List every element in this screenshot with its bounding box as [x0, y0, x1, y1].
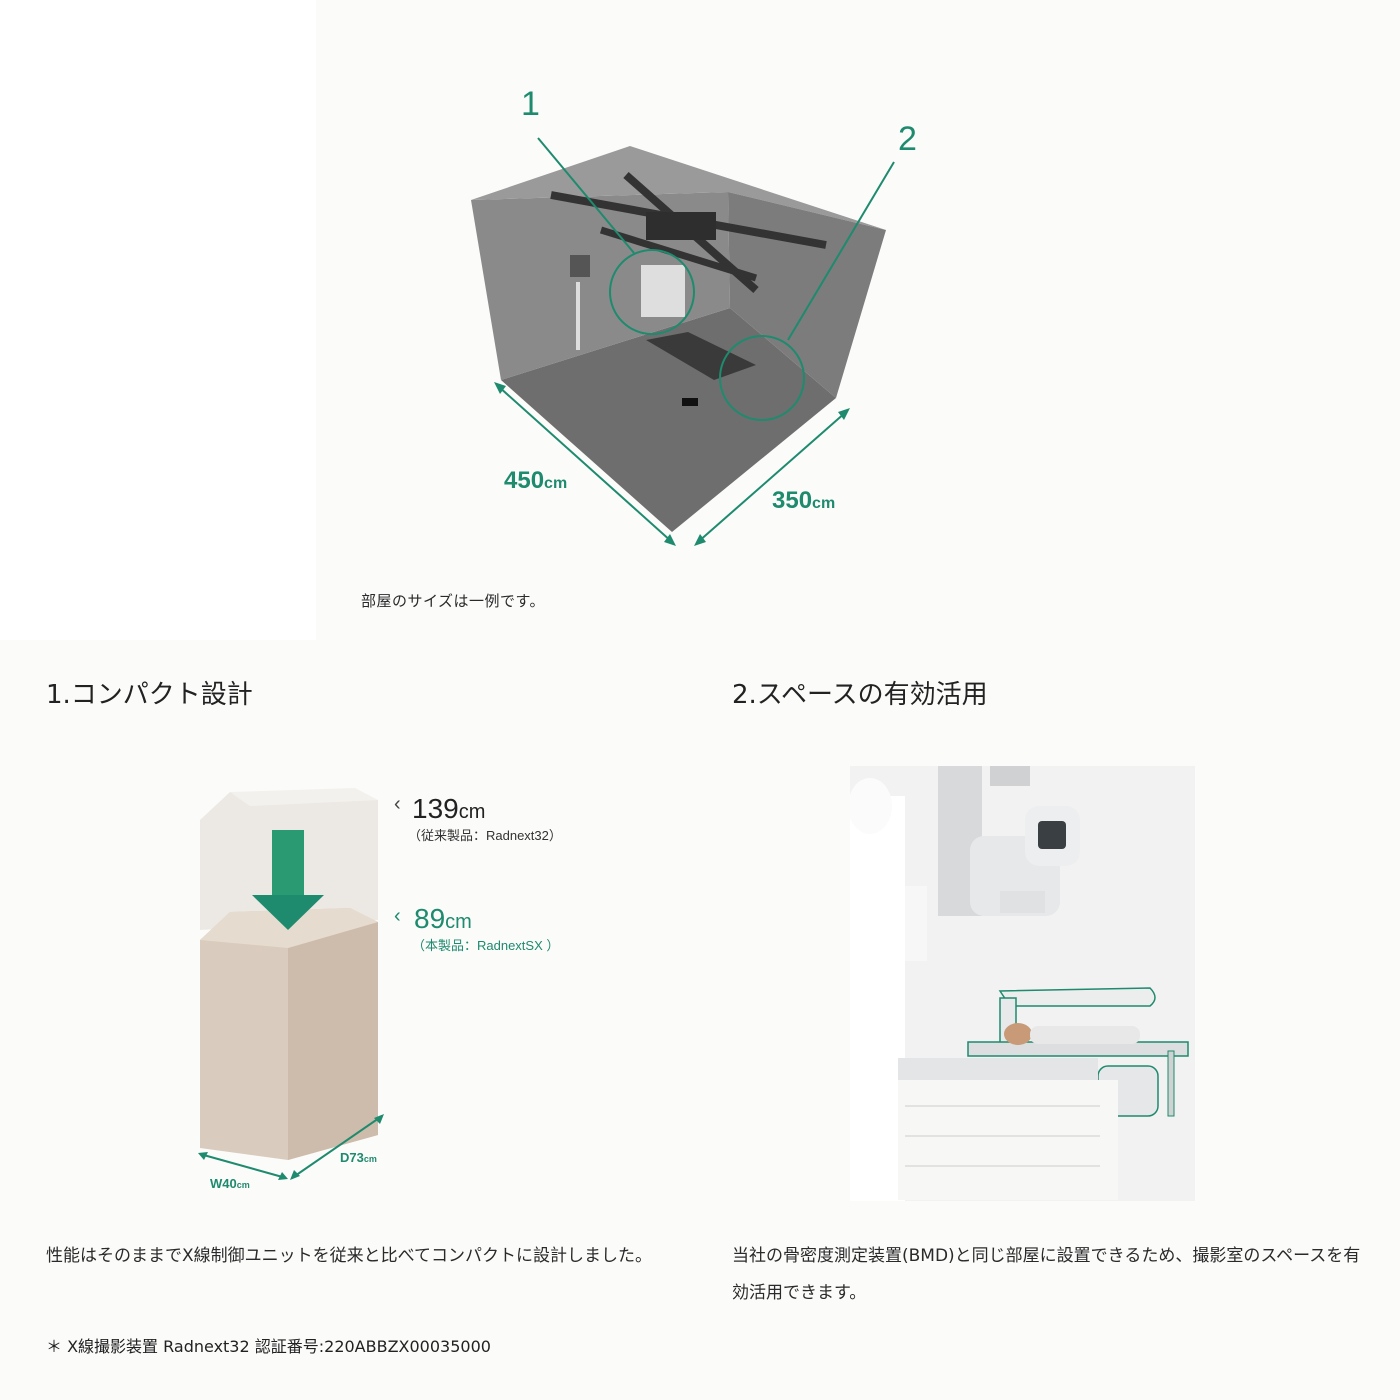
space-description: 当社の骨密度測定装置(BMD)と同じ部屋に設置できるため、撮影室のスペースを有効… [732, 1246, 1361, 1303]
callout-label-2: 2 [898, 120, 917, 158]
compact-description: 性能はそのままでX線制御ユニットを従来と比べてコンパクトに設計しました。 [46, 1246, 652, 1266]
wall-detector [570, 255, 590, 277]
callout-line-2 [787, 161, 895, 341]
xray-tube [641, 265, 685, 317]
certification-footnote: ＊ X線撮影装置 Radnext32 認証番号:220ABBZX00035000 [46, 1337, 491, 1356]
room-illustration: 1 2 450cm 350cm [471, 85, 917, 546]
depth-label: D73cm [340, 1150, 377, 1165]
dimension-width-value: 350cm [772, 487, 835, 514]
section-title-compact: 1.コンパクト設計 [46, 680, 253, 710]
dimension-length-value: 450cm [504, 467, 567, 494]
floor-port [682, 398, 698, 406]
ceiling-rail [599, 226, 758, 282]
width-label: W40cm [210, 1176, 250, 1191]
dimension-arrow-width [697, 411, 847, 543]
callout-circle-2 [719, 335, 805, 421]
callout-circle-1 [609, 249, 695, 335]
callout-line-1 [537, 137, 635, 254]
width-dimension-arrow [199, 1153, 287, 1179]
dimension-arrow-length [497, 385, 673, 543]
chevron-left-icon: ‹ [394, 905, 401, 927]
callout-label-1: 1 [521, 85, 540, 123]
chevron-left-icon: ‹ [394, 793, 401, 815]
down-arrow-icon [272, 830, 304, 900]
new-height-value: 89cm [414, 903, 472, 934]
old-height-value: 139cm [412, 793, 485, 824]
ceiling-plate [646, 212, 716, 240]
xray-table [646, 332, 756, 380]
equipment-photo [850, 766, 1195, 1201]
depth-dimension-arrow [291, 1115, 383, 1179]
new-height-note: （本製品：RadnextSX ） [412, 938, 559, 953]
section-title-space: 2.スペースの有効活用 [732, 680, 988, 710]
old-height-note: （従来製品：Radnext32） [408, 828, 562, 843]
blank-area [0, 0, 316, 640]
room-caption: 部屋のサイズは一例です。 [361, 592, 546, 610]
room-back-wall [471, 146, 886, 230]
cabinet-size-diagram: W40cm D73cm ‹ 139cm （従来製品：Radnext32） ‹ 8… [198, 788, 562, 1191]
